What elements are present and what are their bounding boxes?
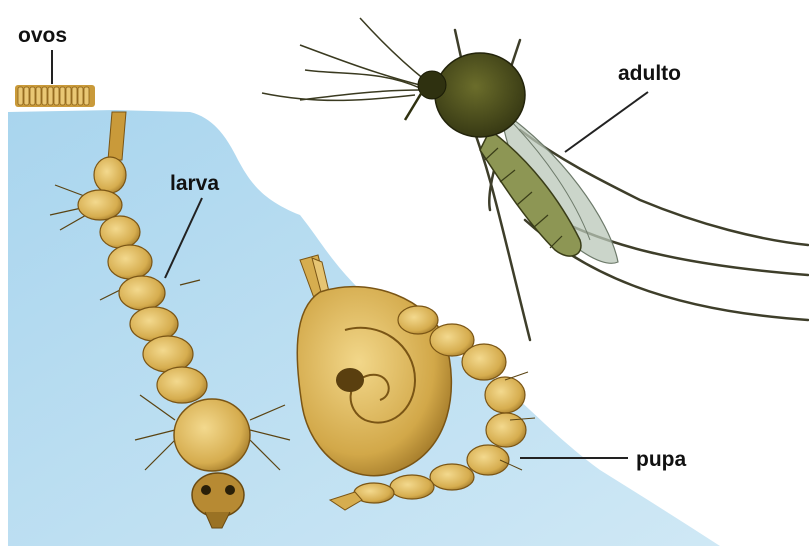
label-ovos: ovos	[18, 25, 67, 46]
eggs-illustration	[15, 85, 95, 107]
label-adulto: adulto	[618, 63, 681, 84]
adulto-leader	[565, 92, 648, 152]
label-larva: larva	[170, 173, 219, 194]
label-pupa: pupa	[636, 449, 686, 470]
